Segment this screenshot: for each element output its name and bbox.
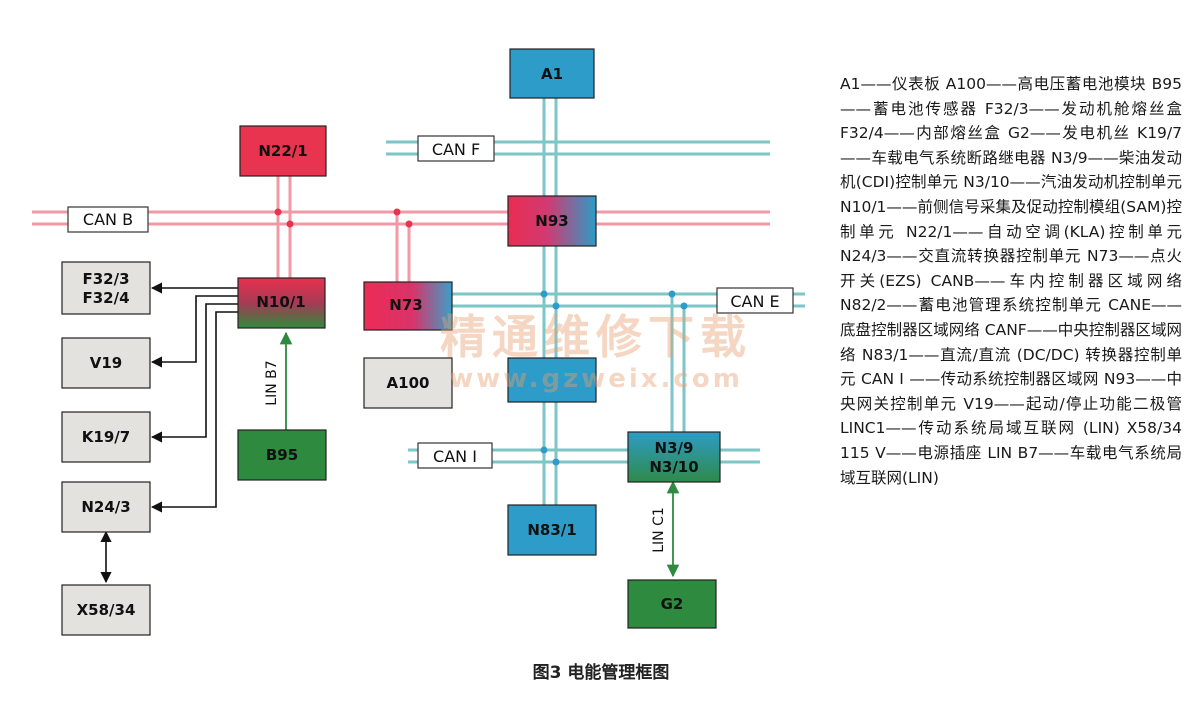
node-f32-line2: F32/4	[82, 289, 129, 307]
n93-vertical-link	[542, 246, 558, 512]
svg-text:B95: B95	[266, 446, 298, 464]
svg-text:V19: V19	[90, 354, 122, 372]
node-n73: N73	[363, 281, 453, 331]
node-n3-line2: N3/10	[649, 458, 698, 476]
a1-n93-link	[542, 98, 558, 196]
figure-caption: 图3 电能管理框图	[532, 663, 670, 683]
svg-text:N22/1: N22/1	[258, 142, 307, 160]
svg-text:N93: N93	[535, 212, 568, 230]
can-b-risers	[276, 176, 411, 282]
svg-text:CAN E: CAN E	[730, 292, 779, 311]
can-e-junctions	[540, 290, 688, 310]
node-n3-line1: N3/9	[655, 439, 694, 457]
node-f32-line1: F32/3	[82, 270, 129, 288]
node-n3: N3/9 N3/10	[627, 431, 721, 483]
svg-text:A1: A1	[541, 65, 563, 83]
svg-text:N24/3: N24/3	[81, 498, 130, 516]
can-i-label: CAN I	[417, 442, 493, 469]
can-b-junctions	[274, 208, 413, 228]
node-x58-34: X58/34	[61, 584, 151, 636]
can-f-label: CAN F	[417, 135, 495, 162]
lin-b7-label: LIN B7	[264, 360, 280, 405]
lin-c1-label: LIN C1	[651, 507, 667, 553]
node-n83-1: N83/1	[507, 504, 597, 556]
svg-text:CAN B: CAN B	[83, 210, 133, 229]
legend-text: A1——仪表板 A100——高电压蓄电池模块 B95——蓄电池传感器 F32/3…	[840, 75, 1182, 487]
node-a100: A100	[363, 357, 453, 409]
svg-text:K19/7: K19/7	[82, 428, 130, 446]
svg-text:N73: N73	[389, 296, 422, 314]
svg-text:CAN F: CAN F	[432, 140, 480, 159]
svg-text:X58/34: X58/34	[77, 601, 136, 619]
node-n22-1: N22/1	[239, 125, 327, 177]
can-b-label: CAN B	[67, 206, 149, 233]
node-k19-7: K19/7	[61, 411, 151, 463]
node-n10-1: N10/1	[237, 277, 326, 329]
node-b95: B95	[237, 429, 327, 481]
svg-text:G2: G2	[661, 595, 684, 613]
node-n82-2	[507, 357, 597, 403]
svg-text:N10/1: N10/1	[256, 293, 305, 311]
node-n24-3: N24/3	[61, 481, 151, 533]
node-a1: A1	[509, 48, 595, 99]
node-f32: F32/3 F32/4	[61, 261, 151, 315]
svg-text:A100: A100	[387, 374, 430, 392]
node-g2: G2	[627, 579, 717, 629]
svg-text:N83/1: N83/1	[527, 521, 576, 539]
node-v19: V19	[61, 337, 151, 389]
can-e-label: CAN E	[716, 287, 794, 314]
can-i-junctions	[540, 446, 560, 466]
n10-output-lines	[150, 282, 238, 513]
can-e-drop	[670, 294, 686, 432]
svg-text:CAN I: CAN I	[433, 447, 477, 466]
energy-management-diagram: CAN B CAN F CAN E CAN I LIN B7 LIN C1 A1…	[32, 48, 805, 636]
node-n93: N93	[507, 195, 597, 247]
